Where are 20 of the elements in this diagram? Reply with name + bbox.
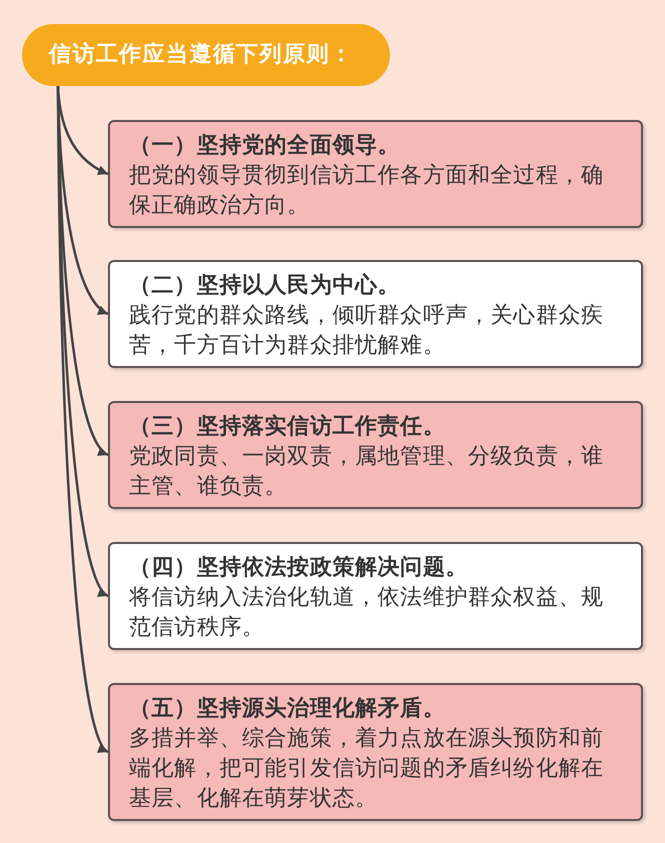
principle-description: 践行党的群众路线，倾听群众呼声，关心群众疾苦，千方百计为群众排忧解难。 <box>129 302 605 360</box>
principle-card <box>108 260 643 368</box>
principle-card <box>108 683 643 821</box>
arrow <box>56 86 109 753</box>
principle-title: （四）坚持依法按政策解决问题。 <box>129 554 469 582</box>
principle-description: 多措并举、综合施策，着力点放在源头预防和前端化解，把可能引发信访问题的矛盾纠纷化解在基层、化解在萌芽状态。 <box>129 725 605 813</box>
principle-description: 将信访纳入法治化轨道，依法维护群众权益、规范信访秩序。 <box>129 584 605 642</box>
arrow <box>56 86 109 316</box>
principle-description: 把党的领导贯彻到信访工作各方面和全过程，确保正确政治方向。 <box>129 162 605 220</box>
principle-card <box>108 401 643 509</box>
principle-title: （三）坚持落实信访工作责任。 <box>129 412 446 441</box>
principle-card <box>108 120 643 228</box>
arrow <box>56 86 109 597</box>
principle-title: （五）坚持源头治理化解矛盾。 <box>129 695 446 723</box>
heading-text: 信访工作应当遵循下列原则： <box>49 40 354 69</box>
principle-card <box>108 542 643 650</box>
arrow <box>56 86 109 176</box>
principle-title: （二）坚持以人民为中心。 <box>129 272 402 300</box>
principle-title: （一）坚持党的全面领导。 <box>129 132 402 160</box>
principle-description: 党政同责、一岗双责，属地管理、分级负责，谁主管、谁负责。 <box>129 443 605 501</box>
